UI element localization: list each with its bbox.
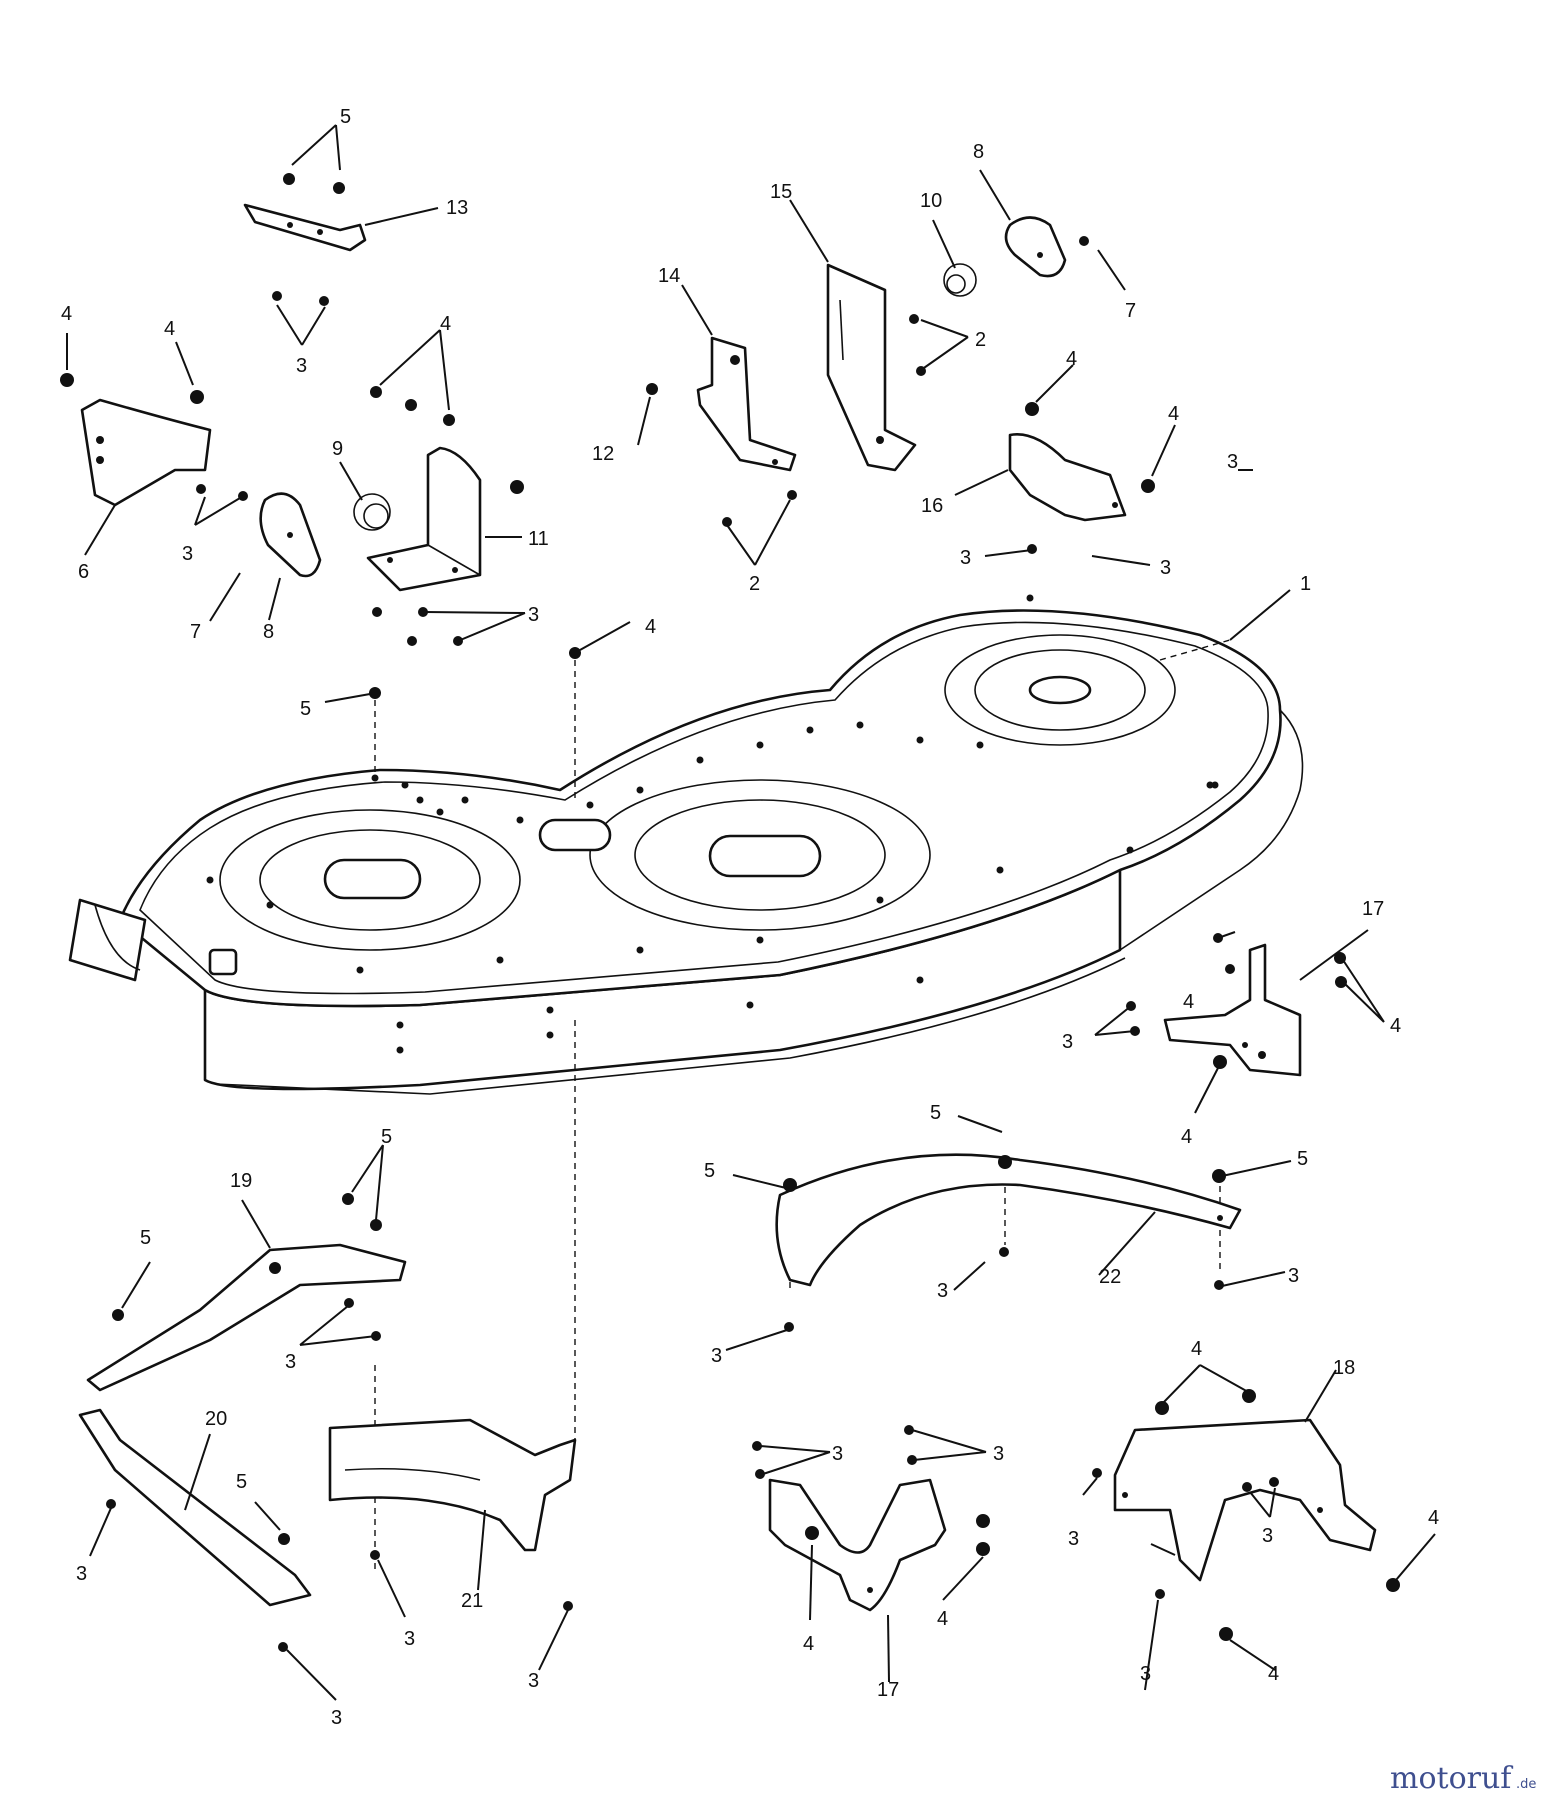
callout-17: 17: [1362, 898, 1384, 920]
callout-3: 3: [1062, 1031, 1073, 1053]
callout-3: 3: [960, 547, 971, 569]
callout-5: 5: [381, 1126, 392, 1148]
callout-12: 12: [592, 443, 614, 465]
callout-14: 14: [658, 265, 680, 287]
callout-3: 3: [832, 1443, 843, 1465]
callout-4: 4: [1191, 1338, 1202, 1360]
callout-3: 3: [1288, 1265, 1299, 1287]
part-6-bracket: [80, 398, 212, 507]
callout-3: 3: [1262, 1525, 1273, 1547]
part-8-plate-left: [259, 492, 322, 578]
part-14-bracket: [696, 336, 797, 472]
callout-4: 4: [1183, 991, 1194, 1013]
callout-3: 3: [331, 1707, 342, 1729]
callout-labels: 1 2 2 3 3 3 3 3 3 3 3 3 3 3 3 3 3 3 3 3 …: [61, 106, 1439, 1729]
callout-17: 17: [877, 1679, 899, 1701]
watermark-logo: motoruf .de: [1390, 1761, 1536, 1796]
callout-5: 5: [1297, 1148, 1308, 1170]
callout-3: 3: [528, 604, 539, 626]
callout-3: 3: [404, 1628, 415, 1650]
part-20-bar: [78, 1408, 312, 1607]
part-17-bracket-lower: [768, 1478, 947, 1612]
part-17-bracket-upper: [1163, 943, 1302, 1077]
leader-lines: [66, 124, 1436, 1701]
callout-2: 2: [975, 329, 986, 351]
part-8-plate-right: [1004, 216, 1067, 278]
callout-3: 3: [296, 355, 307, 377]
fasteners: [60, 173, 1400, 1652]
callout-3: 3: [1068, 1528, 1079, 1550]
part-21-baffle: [328, 1418, 577, 1552]
callout-3: 3: [711, 1345, 722, 1367]
watermark-suffix: .de: [1516, 1777, 1536, 1792]
callout-3: 3: [182, 543, 193, 565]
callout-4: 4: [61, 303, 72, 325]
callout-3: 3: [528, 1670, 539, 1692]
watermark-brand: motoruf: [1390, 1761, 1513, 1796]
callout-3: 3: [993, 1443, 1004, 1465]
callout-5: 5: [300, 698, 311, 720]
callout-3: 3: [285, 1351, 296, 1373]
callout-5: 5: [930, 1102, 941, 1124]
callout-5: 5: [704, 1160, 715, 1182]
callout-8: 8: [263, 621, 274, 643]
callout-4: 4: [937, 1608, 948, 1630]
callout-22: 22: [1099, 1266, 1121, 1288]
callout-3: 3: [1140, 1663, 1151, 1685]
callout-6: 6: [78, 561, 89, 583]
callout-1: 1: [1300, 573, 1311, 595]
part-13-bracket: [243, 203, 367, 252]
part-10-spring: [943, 263, 977, 297]
part-19-blade: [86, 1243, 407, 1392]
part-15-plate: [826, 263, 917, 472]
callout-7: 7: [1125, 300, 1136, 322]
callout-3: 3: [1160, 557, 1171, 579]
part-16-bracket: [1008, 433, 1127, 522]
callout-15: 15: [770, 181, 792, 203]
callout-9: 9: [332, 438, 343, 460]
callout-4: 4: [164, 318, 175, 340]
callout-13: 13: [446, 197, 468, 219]
callout-4: 4: [1181, 1126, 1192, 1148]
callout-11: 11: [528, 528, 549, 550]
mower-deck-housing: [68, 594, 1304, 1095]
callout-8: 8: [973, 141, 984, 163]
callout-16: 16: [921, 495, 943, 517]
callout-20: 20: [205, 1408, 227, 1430]
callout-4: 4: [1268, 1663, 1279, 1685]
callout-10: 10: [920, 190, 942, 212]
callout-4: 4: [1390, 1015, 1401, 1037]
callout-21: 21: [461, 1590, 483, 1612]
callout-3: 3: [76, 1563, 87, 1585]
callout-4: 4: [440, 313, 451, 335]
part-11-bracket: [366, 446, 482, 592]
callout-5: 5: [340, 106, 351, 128]
callout-5: 5: [140, 1227, 151, 1249]
callout-4: 4: [645, 616, 656, 638]
callout-19: 19: [230, 1170, 252, 1192]
callout-4: 4: [1168, 403, 1179, 425]
callout-7: 7: [190, 621, 201, 643]
callout-4: 4: [803, 1633, 814, 1655]
callout-4: 4: [1428, 1507, 1439, 1529]
part-9-spring: [353, 493, 391, 531]
callout-2: 2: [749, 573, 760, 595]
callout-3: 3: [1227, 451, 1238, 473]
callout-18: 18: [1333, 1357, 1355, 1379]
part-22-baffle: [775, 1153, 1242, 1287]
callout-4: 4: [1066, 348, 1077, 370]
callout-5: 5: [236, 1471, 247, 1493]
callout-3: 3: [937, 1280, 948, 1302]
part-18-bracket: [1113, 1418, 1377, 1582]
